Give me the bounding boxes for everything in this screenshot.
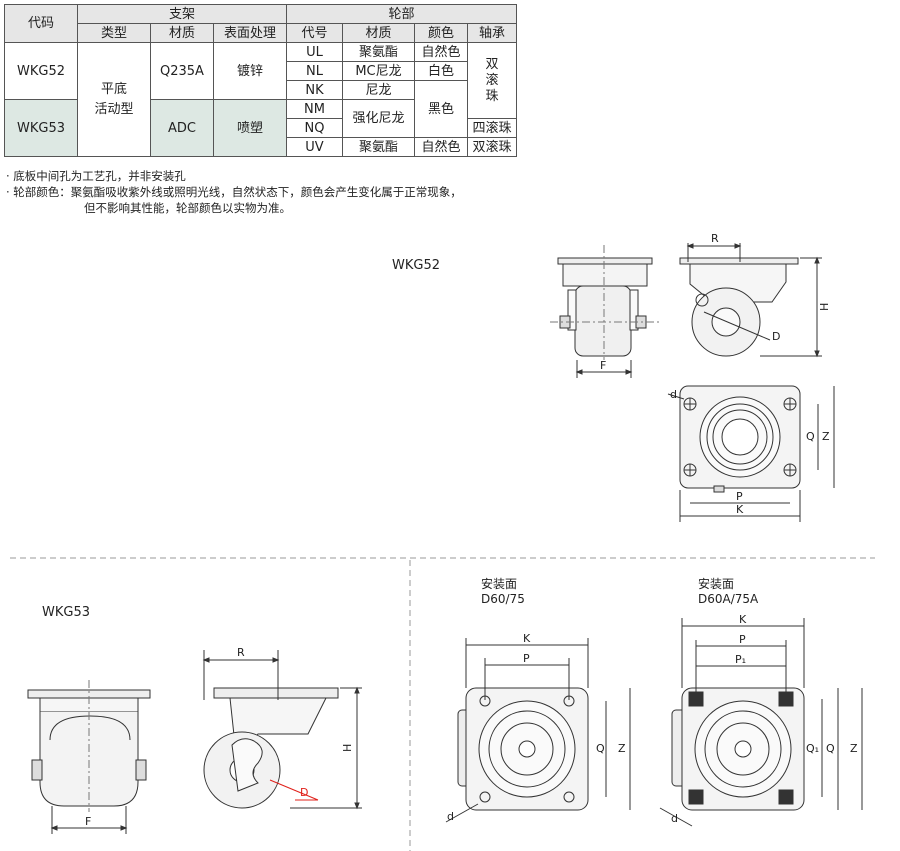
dim-d-b: d [671, 812, 678, 825]
header-type: 类型 [77, 23, 151, 43]
wheel-code: UV [286, 137, 343, 157]
dim-r-53: R [237, 646, 245, 659]
wheel-color: 自然色 [414, 137, 468, 157]
header-color: 颜色 [414, 23, 468, 43]
mount-b-view: K P P₁ Q₁ Q Z d [659, 613, 863, 827]
dim-p-b: P [739, 633, 746, 646]
dim-q1-b: Q₁ [806, 742, 819, 755]
header-code: 代码 [4, 4, 78, 43]
dim-p: P [736, 490, 743, 503]
header-bearing: 轴承 [467, 23, 517, 43]
mount-a-title: 安装面 [481, 577, 518, 591]
header-surface: 表面处理 [213, 23, 287, 43]
dim-k: K [736, 503, 744, 516]
wheel-color: 自然色 [414, 42, 468, 62]
dim-p1-b: P₁ [735, 653, 746, 666]
dim-p-a: P [523, 652, 530, 665]
note-item: 但不影响其性能，轮部颜色以实物为准。 [84, 201, 291, 215]
note-item: · 底板中间孔为工艺孔，并非安装孔 [6, 169, 186, 183]
wkg53-side-view: R H D [202, 646, 362, 810]
mount-b-sub: D60A/75A [698, 592, 759, 606]
wheel-material-reinforced: 强化尼龙 [342, 99, 415, 138]
mount-b-title: 安装面 [698, 577, 735, 591]
mount-a-sub: D60/75 [481, 592, 525, 606]
notes: · 底板中间孔为工艺孔，并非安装孔 · 轮部颜色：聚氨酯吸收紫外线或照明光线，自… [6, 168, 462, 216]
dim-h-53: H [341, 744, 354, 752]
bracket52-surface: 镀锌 [213, 42, 287, 100]
dim-q: Q [806, 430, 815, 443]
model-wkg52: WKG52 [4, 42, 78, 100]
dim-k-a: K [523, 632, 531, 645]
header-wheel: 轮部 [286, 4, 517, 24]
bracket52-material: Q235A [150, 42, 214, 100]
model-wkg53: WKG53 [4, 99, 78, 157]
dim-q-a: Q [596, 742, 605, 755]
mount-a-view: K P Q Z d [445, 632, 631, 823]
dim-r: R [711, 232, 719, 245]
bracket53-surface: 喷塑 [213, 99, 287, 157]
dim-q-b: Q [826, 742, 835, 755]
note-item: · 轮部颜色：聚氨酯吸收紫外线或照明光线，自然状态下，颜色会产生变化属于正常现象… [6, 185, 462, 199]
dim-f-53: F [85, 815, 91, 828]
dim-d: D [772, 330, 780, 343]
dim-d-a: d [447, 810, 454, 823]
bearing-double-ball: 双滚珠 [467, 137, 517, 157]
dim-k-b: K [739, 613, 747, 626]
wkg52-top-view: d P K Q Z [667, 385, 835, 522]
wkg53-title: WKG53 [42, 605, 90, 620]
wkg52-front-view: F [550, 245, 660, 378]
wkg52-side-view: R H D [679, 232, 831, 358]
wheel-material: 聚氨酯 [342, 137, 415, 157]
spec-table: 代码 支架 轮部 类型 材质 表面处理 代号 材质 颜色 轴承 WKG52 平底… [4, 4, 517, 157]
wheel-material: MC尼龙 [342, 61, 415, 81]
wheel-color: 白色 [414, 61, 468, 81]
bearing-double: 双 滚 珠 [467, 42, 517, 119]
wheel-material: 聚氨酯 [342, 42, 415, 62]
dim-h: H [818, 303, 831, 311]
header-wheel-code: 代号 [286, 23, 343, 43]
wkg52-title: WKG52 [392, 258, 440, 273]
dim-d-hole: d [670, 388, 677, 401]
dim-z-a: Z [618, 742, 626, 755]
wheel-code: UL [286, 42, 343, 62]
bracket53-material: ADC [150, 99, 214, 157]
wheel-code: NQ [286, 118, 343, 138]
wheel-color-black: 黑色 [414, 80, 468, 138]
dim-z-b: Z [850, 742, 858, 755]
dim-d-53: D [300, 786, 308, 799]
dim-f: F [600, 359, 606, 372]
dim-z: Z [822, 430, 830, 443]
wkg53-front-view: F [27, 680, 151, 834]
